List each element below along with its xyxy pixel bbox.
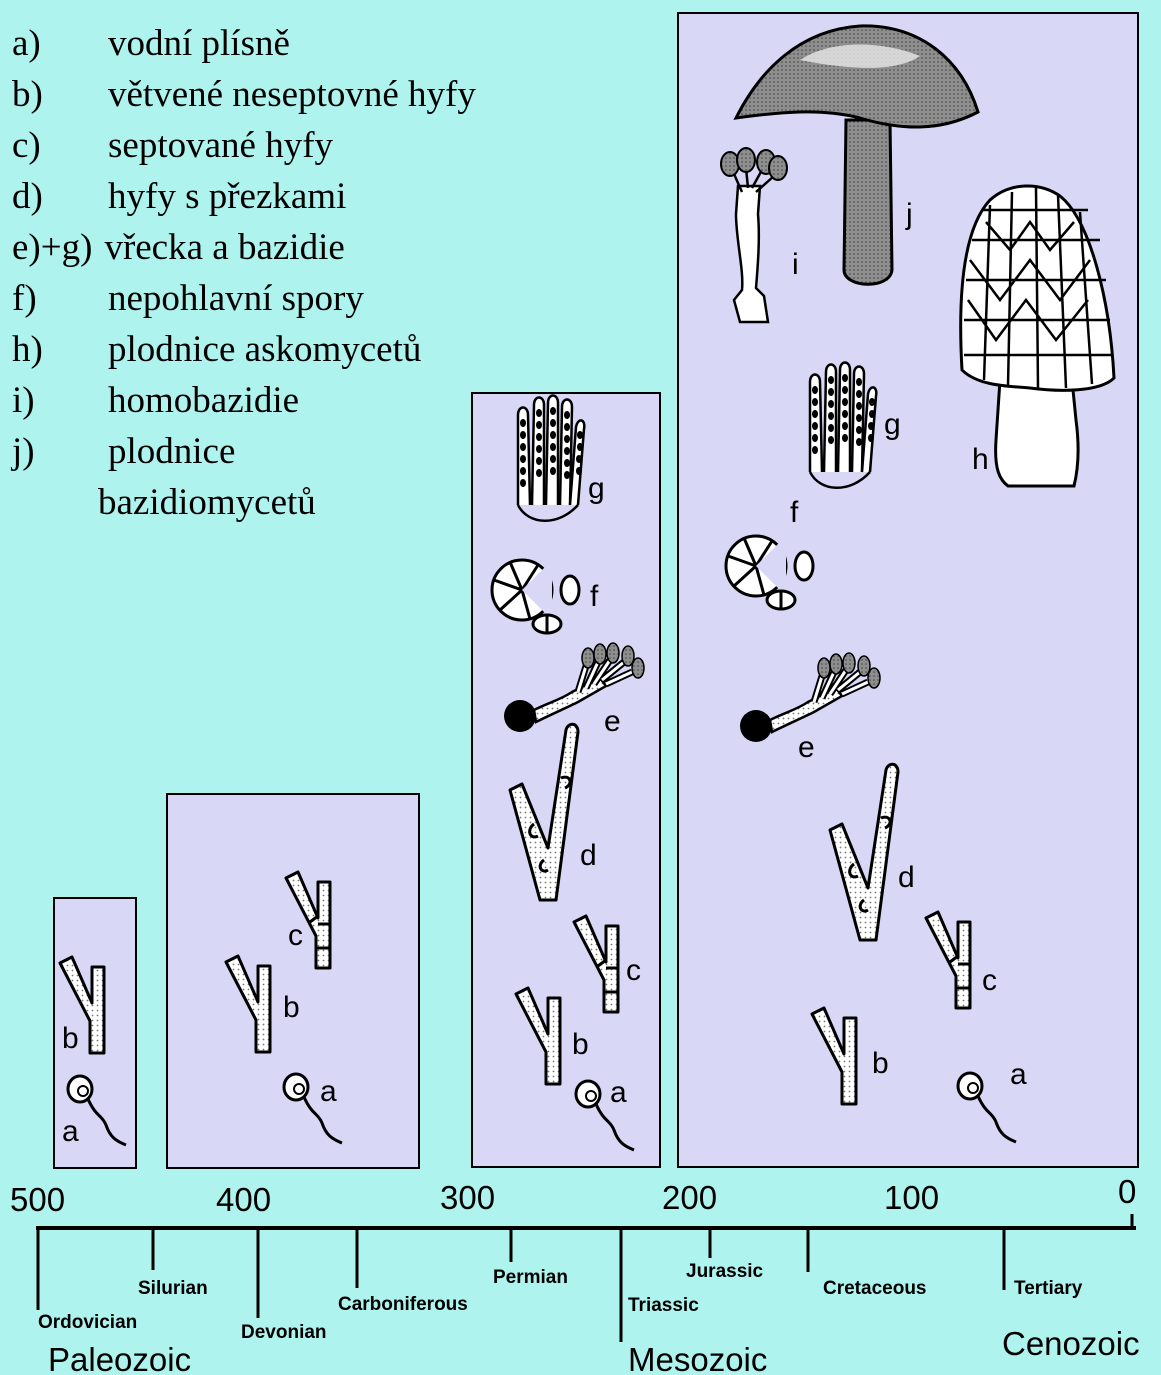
period-label: Silurian (138, 1278, 208, 1299)
spores-f-illustration (726, 536, 813, 609)
letter-e: e (798, 731, 815, 764)
tick-label: 500 (10, 1181, 65, 1218)
tick-label: 300 (440, 1179, 495, 1216)
era-label: Mesozoic (628, 1341, 767, 1375)
morel-h-illustration (961, 186, 1114, 486)
letter-f: f (790, 496, 799, 529)
hypha-e-illustration (504, 643, 644, 732)
letter-j: j (905, 198, 913, 231)
hypha-e-illustration (740, 653, 880, 742)
letter-i: i (792, 248, 799, 281)
letter-d: d (580, 839, 597, 872)
letter-g: g (588, 472, 605, 505)
letter-a: a (62, 1115, 79, 1148)
asci-g-illustration (810, 363, 876, 488)
letter-b: b (572, 1028, 589, 1061)
spores-f-illustration (492, 560, 579, 633)
hypha-d-illustration (830, 764, 898, 940)
hypha-d-illustration (510, 724, 578, 900)
period-label: Tertiary (1014, 1278, 1083, 1299)
era-label: Cenozoic (1002, 1325, 1140, 1362)
era-label: Paleozoic (48, 1341, 191, 1375)
letter-a: a (320, 1075, 337, 1108)
hypha-b-illustration (516, 988, 560, 1084)
letter-c: c (626, 954, 641, 987)
letter-g: g (884, 408, 901, 441)
letter-b: b (872, 1047, 889, 1080)
tick-label: 400 (216, 1181, 271, 1218)
zoospore-a-illustration (958, 1073, 1016, 1142)
hypha-b-illustration (812, 1008, 856, 1104)
letter-b: b (283, 991, 300, 1024)
letter-a: a (1010, 1058, 1027, 1091)
period-label: Ordovician (38, 1312, 137, 1333)
period-label: Cretaceous (823, 1278, 927, 1299)
letter-e: e (604, 705, 621, 738)
hypha-b-illustration (226, 956, 270, 1052)
basidium-i-illustration (721, 148, 787, 322)
period-label: Triassic (628, 1295, 699, 1316)
letter-c: c (288, 919, 303, 952)
letter-b: b (62, 1022, 79, 1055)
tick-label: 100 (884, 1179, 939, 1216)
period-label: Devonian (241, 1322, 327, 1343)
letter-f: f (590, 580, 599, 613)
letter-d: d (898, 861, 915, 894)
tick-label: 200 (662, 1179, 717, 1216)
tick-label: 0 (1118, 1173, 1136, 1210)
period-label: Permian (493, 1267, 568, 1288)
letter-h: h (972, 443, 989, 476)
letter-c: c (982, 964, 997, 997)
asci-g-illustration (518, 396, 584, 521)
period-label: Carboniferous (338, 1294, 468, 1315)
period-label: Jurassic (686, 1261, 764, 1282)
hypha-c-illustration (926, 912, 970, 1008)
letter-a: a (610, 1076, 627, 1109)
hypha-c-illustration (574, 916, 618, 1012)
